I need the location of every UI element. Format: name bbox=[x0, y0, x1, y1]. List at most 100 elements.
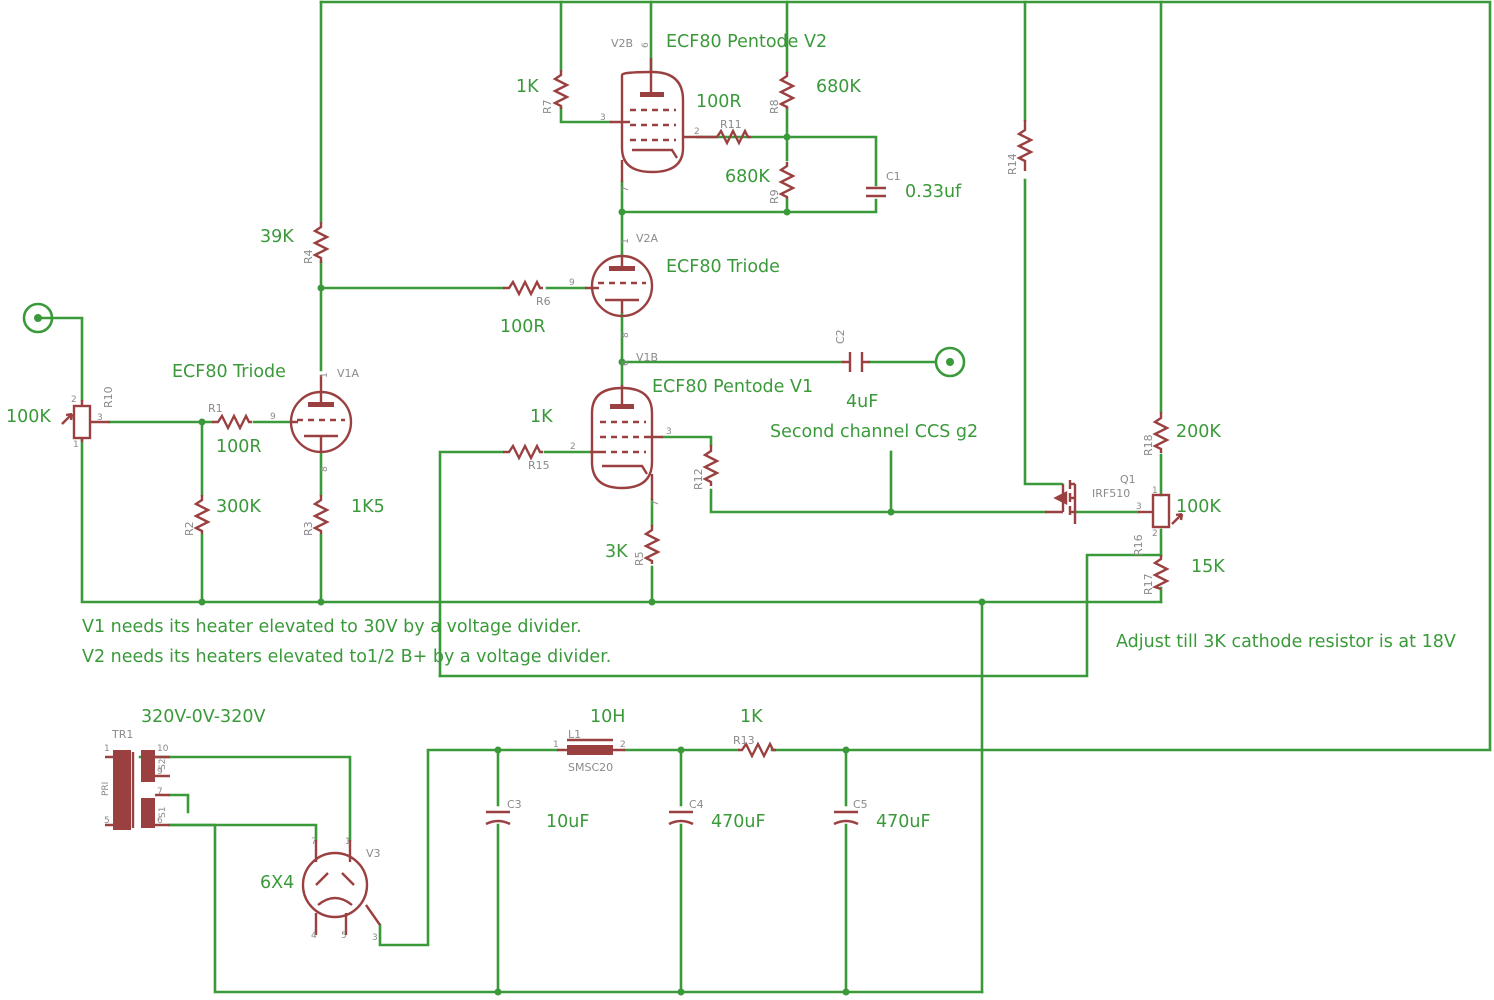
pin-label: 5 bbox=[104, 816, 110, 826]
l1-part: SMSC20 bbox=[568, 761, 613, 774]
v2b-ref: V2B bbox=[611, 37, 633, 50]
pin-label: 4 bbox=[311, 931, 317, 941]
c3-value: 10uF bbox=[546, 812, 589, 832]
r12-ref: R12 bbox=[692, 468, 705, 490]
resistor-r1 bbox=[212, 413, 252, 431]
resistor-r7 bbox=[552, 70, 570, 109]
r5-ref: R5 bbox=[633, 551, 646, 566]
tube-v2b bbox=[610, 58, 697, 182]
l1-value: 10H bbox=[590, 707, 625, 727]
pin-label: 9 bbox=[569, 278, 575, 288]
l1-ref: L1 bbox=[568, 728, 581, 741]
resistor-r3 bbox=[312, 495, 330, 534]
c4-ref: C4 bbox=[689, 798, 704, 811]
r16-value: 100K bbox=[1176, 497, 1221, 517]
r9-value: 680K bbox=[725, 167, 770, 187]
c1-value: 0.33uf bbox=[905, 182, 962, 202]
transformer-tr1 bbox=[105, 750, 170, 830]
r6-value: 100R bbox=[500, 317, 546, 337]
c5-ref: C5 bbox=[853, 798, 868, 811]
pin-label: 2 bbox=[570, 442, 576, 452]
v3-label: 6X4 bbox=[260, 873, 294, 893]
r4-ref: R4 bbox=[302, 249, 315, 264]
pin-label: 7 bbox=[621, 186, 631, 192]
r13-value: 1K bbox=[740, 707, 763, 727]
r7-ref: R7 bbox=[541, 99, 554, 114]
r10-ref: R10 bbox=[102, 386, 115, 408]
resistor-r5 bbox=[643, 525, 661, 564]
capacitor-c4 bbox=[668, 810, 694, 826]
pin-label: 8 bbox=[621, 332, 631, 338]
r3-ref: R3 bbox=[302, 521, 315, 536]
q1-part: IRF510 bbox=[1092, 487, 1130, 500]
v2a-ref: V2A bbox=[636, 232, 659, 245]
pin-label: 1 bbox=[553, 740, 559, 750]
resistor-r9 bbox=[778, 162, 796, 199]
pin-label: 1 bbox=[345, 837, 351, 847]
pin-label: 1 bbox=[104, 744, 110, 754]
r1-value: 100R bbox=[216, 437, 262, 457]
tr1-pri: PRI bbox=[101, 782, 111, 796]
pin-label: 6 bbox=[621, 360, 631, 366]
r15-value: 1K bbox=[530, 407, 553, 427]
input-terminal bbox=[22, 302, 54, 334]
v2-heater-note: V2 needs its heaters elevated to1/2 B+ b… bbox=[82, 647, 611, 667]
capacitor-c3 bbox=[485, 810, 511, 826]
r16-ref: R16 bbox=[1132, 534, 1145, 556]
r11-ref: R11 bbox=[720, 118, 742, 131]
v1b-label: ECF80 Pentode V1 bbox=[652, 377, 813, 397]
r3-value: 1K5 bbox=[351, 497, 385, 517]
r13-ref: R13 bbox=[733, 734, 755, 747]
resistor-r18 bbox=[1152, 412, 1170, 453]
r18-value: 200K bbox=[1176, 422, 1221, 442]
pin-label: 5 bbox=[341, 931, 347, 941]
resistor-r13 bbox=[738, 741, 776, 759]
pin-label: 10 bbox=[157, 744, 169, 754]
pin-label: 2 bbox=[620, 740, 626, 750]
r2-value: 300K bbox=[216, 497, 261, 517]
v1-heater-note: V1 needs its heater elevated to 30V by a… bbox=[82, 617, 582, 637]
resistor-r2 bbox=[193, 495, 211, 534]
resistor-r11 bbox=[697, 128, 751, 146]
mosfet-q1 bbox=[1045, 480, 1077, 524]
r8-ref: R8 bbox=[768, 99, 781, 114]
v2a-label: ECF80 Triode bbox=[666, 257, 780, 277]
pin-label: 2 bbox=[71, 395, 77, 405]
tr1-ref: TR1 bbox=[111, 728, 133, 741]
pin-label: 7 bbox=[311, 837, 317, 847]
inductor-l1 bbox=[557, 738, 625, 755]
pin-label: 2 bbox=[694, 127, 700, 137]
capacitor-c5 bbox=[833, 810, 859, 826]
resistor-r6 bbox=[503, 279, 543, 297]
q1-ref: Q1 bbox=[1120, 473, 1136, 486]
v3-ref: V3 bbox=[366, 847, 381, 860]
adjust-note: Adjust till 3K cathode resistor is at 18… bbox=[1116, 632, 1456, 652]
c5-value: 470uF bbox=[876, 812, 931, 832]
output-terminal bbox=[934, 346, 966, 378]
r17-value: 15K bbox=[1191, 557, 1225, 577]
c1-ref: C1 bbox=[886, 170, 901, 183]
resistor-r17 bbox=[1151, 555, 1170, 591]
pin-label: 9 bbox=[270, 412, 276, 422]
pin-label: 6 bbox=[641, 42, 651, 48]
v1b-ref: V1B bbox=[636, 351, 658, 364]
wiring bbox=[36, 0, 1492, 994]
pin-label: 3 bbox=[372, 933, 378, 943]
r18-ref: R18 bbox=[1142, 434, 1155, 456]
pin-label: 1 bbox=[73, 440, 79, 450]
tube-v3 bbox=[301, 840, 381, 935]
resistor-r4 bbox=[312, 222, 330, 263]
r8-value: 680K bbox=[816, 77, 861, 97]
c3-ref: C3 bbox=[507, 798, 522, 811]
r15-ref: R15 bbox=[528, 459, 550, 472]
r2-ref: R2 bbox=[183, 521, 196, 536]
pin-label: 3 bbox=[1136, 502, 1142, 512]
tr1-s2: S2 bbox=[158, 759, 168, 770]
tr1-s1: S1 bbox=[158, 807, 168, 818]
pin-label: 2 bbox=[1152, 529, 1158, 539]
capacitor-c2 bbox=[842, 352, 870, 372]
r7-value: 1K bbox=[516, 77, 539, 97]
c2-value: 4uF bbox=[846, 392, 878, 412]
pin-label: 1 bbox=[621, 238, 631, 244]
r17-ref: R17 bbox=[1142, 573, 1155, 595]
